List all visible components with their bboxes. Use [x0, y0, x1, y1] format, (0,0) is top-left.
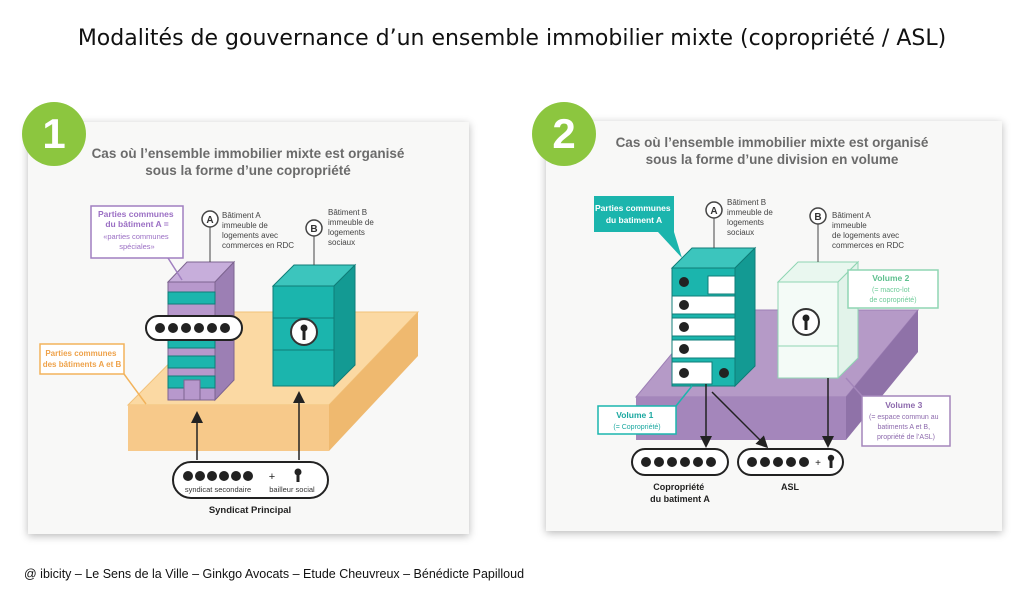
- owner-icons: [679, 277, 729, 378]
- marker-a-label: A: [206, 215, 213, 226]
- badge-number-2: 2: [532, 102, 596, 166]
- marker-b-2: [809, 207, 827, 225]
- panel-1-title: Cas où l’ensemble immobilier mixte est o…: [78, 145, 418, 179]
- callout-volume-3: [861, 395, 951, 447]
- peach-slab-front: [128, 405, 329, 451]
- callout-parties-communes-a: [90, 205, 184, 259]
- label-copropriete: Copropriété du batiment A: [650, 482, 710, 504]
- panel-2-title: Cas où l’ensemble immobilier mixte est o…: [602, 134, 942, 168]
- volume-2-text: Volume 2 (= macro-lot de copropriété): [869, 268, 916, 304]
- callout-purple-sub: «parties communes spéciales»: [103, 232, 171, 251]
- building-a-volume: [670, 246, 757, 388]
- marker-b-2-label: B: [814, 212, 821, 223]
- building-b-copro: [271, 263, 357, 388]
- label-asl: ASL: [781, 482, 800, 492]
- panel-1-title-line-1: Cas où l’ensemble immobilier mixte est o…: [91, 146, 405, 161]
- marker-a-2-label: A: [710, 206, 717, 217]
- callout-teal-text: Parties communes du batiment A: [595, 203, 673, 225]
- marker-b: [305, 219, 323, 237]
- pill-syndicat-secondaire: syndicat secondaire: [185, 485, 251, 494]
- volume-3-text: Volume 3 (= espace commun au batiments A…: [869, 395, 943, 441]
- panel-1-diagram: A Bâtiment A immeuble de logements avec …: [39, 205, 420, 516]
- building-a2-desc: Bâtiment B immeuble de logements sociaux: [727, 198, 775, 237]
- key-small-icon: [294, 468, 302, 482]
- panel-2-diagram: A Bâtiment B immeuble de logements socia…: [594, 196, 951, 504]
- callout-purple-title: Parties communes du bâtiment A =: [98, 209, 176, 229]
- building-b-volume: [776, 260, 860, 380]
- people-icons-copro: [641, 457, 716, 467]
- people-icons-pill: [155, 323, 230, 333]
- building-b2-desc: Bâtiment A immeuble de logements avec co…: [832, 211, 904, 250]
- people-icons-asl: [747, 457, 809, 467]
- callout-volume-1: [597, 405, 677, 435]
- plus-sign: +: [269, 471, 275, 483]
- pill-bailleur-social: bailleur social: [269, 485, 315, 494]
- syndicat-principal-label: Syndicat Principal: [209, 505, 291, 516]
- marker-a-2: [705, 201, 723, 219]
- callout-teal: [594, 196, 674, 232]
- callout-parties-communes-ab: [39, 343, 125, 375]
- main-title: Modalités de gouvernance d’un ensemble i…: [77, 26, 947, 51]
- marker-a: [201, 210, 219, 228]
- peach-slab-side: [329, 312, 418, 451]
- people-icons-bottom: [183, 471, 253, 481]
- building-b-desc: Bâtiment B immeuble de logements sociaux: [328, 208, 376, 247]
- badge-number-1: 1: [22, 102, 86, 166]
- panel-1-title-line-2: sous la forme d’une copropriété: [145, 163, 351, 178]
- panel-2-title-line-2: sous la forme d’une division en volume: [645, 152, 899, 167]
- callout-volume-2: [847, 269, 939, 309]
- plus-sign-2: +: [815, 458, 821, 469]
- panel-2-title-line-1: Cas où l’ensemble immobilier mixte est o…: [615, 135, 929, 150]
- purple-slab-front: [636, 397, 846, 440]
- marker-b-label: B: [310, 224, 317, 235]
- building-a-desc: Bâtiment A immeuble de logements avec co…: [222, 211, 294, 250]
- volume-1-text: Volume 1 (= Copropriété): [613, 405, 660, 431]
- callout-peach-text: Parties communes des bâtiments A et B: [43, 349, 122, 369]
- key-small-icon-2: [827, 454, 835, 468]
- footer-credits: @ ibicity – Le Sens de la Ville – Ginkgo…: [24, 567, 525, 581]
